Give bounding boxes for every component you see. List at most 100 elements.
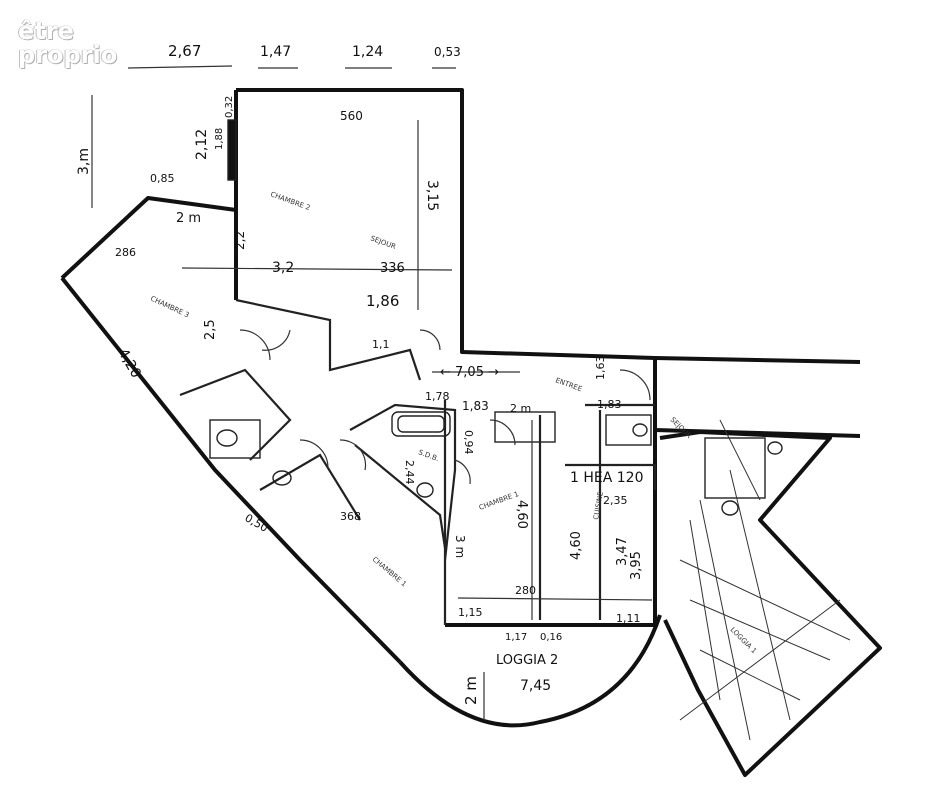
dim-188: 1,88 (214, 128, 225, 150)
dim-368: 368 (340, 510, 361, 523)
dim-050: 0,50 (243, 511, 271, 535)
dim-32: 3,2 (272, 260, 294, 276)
bathtub (391, 411, 451, 437)
inner-walls (179, 298, 657, 625)
dim-line-280 (457, 597, 653, 601)
dim-460: 4,60 (514, 500, 529, 529)
dim-25: 2,5 (203, 319, 218, 340)
inner-wall-8 (565, 463, 657, 490)
door-arc-3 (419, 329, 441, 351)
inner-wall-3 (349, 403, 457, 561)
dim-163: 1,63 (594, 356, 607, 381)
wall-east-corridor (653, 358, 861, 438)
watermark-logo-line1: être (18, 17, 74, 45)
wall-loggia1 (659, 430, 882, 777)
dimension-texts: 2,67 1,47 1,24 0,53 560 3,m 2,12 1,88 0,… (76, 42, 644, 705)
dim-560: 560 (340, 109, 363, 123)
dimension-lines (91, 65, 653, 720)
door-arc-4 (489, 419, 516, 446)
room-sdb: S.D.B. (417, 448, 440, 463)
dim-460b: 4,60 (569, 531, 584, 560)
room-labels: CHAMBRE 2 CHAMBRE 3 CHAMBRE 1 CHAMBRE 1 … (149, 190, 758, 655)
room-chambre1b: CHAMBRE 1 (478, 490, 520, 512)
dim-235: 2,35 (603, 494, 628, 507)
basin-4 (632, 423, 648, 437)
dim-011: 1,1 (372, 338, 390, 351)
dim-395: 3,95 (629, 551, 644, 580)
heater-label: 1 HEA 120 (570, 470, 643, 486)
room-chambre2: CHAMBRE 2 (269, 190, 311, 212)
dim-212: 2,12 (194, 129, 210, 160)
wall-south-inner (445, 420, 657, 627)
dim-183b: 1,83 (597, 398, 622, 411)
dim-267: 2,67 (168, 42, 201, 60)
dim-2m-b: 2 m (510, 402, 531, 415)
wall-facade-diagonal (60, 196, 237, 280)
dim-336: 336 (380, 261, 405, 276)
dim-line-267 (127, 65, 233, 69)
basin-right (767, 441, 783, 455)
dim-111: 1,11 (616, 612, 641, 625)
dim-183: 1,83 (462, 399, 489, 413)
dim-280: 280 (515, 584, 536, 597)
fixtures (209, 119, 783, 516)
dim-085: 0,85 (150, 172, 175, 185)
basin-1 (216, 429, 238, 447)
basin-2 (272, 470, 292, 486)
wc-right (721, 500, 739, 516)
radiator-bar (227, 119, 237, 181)
room-entree: ENTREE (554, 376, 583, 393)
dim-115: 1,15 (458, 606, 483, 619)
dim-3m-b: 3 m (453, 535, 467, 558)
dim-315: 3,15 (424, 180, 440, 211)
dim-2m-a: 2 m (176, 211, 201, 226)
dim-3m: 3,m (76, 148, 92, 175)
dim-705: ← 7,05 → (440, 365, 499, 380)
hatch-lines (679, 419, 851, 741)
dim-186: 1,86 (366, 292, 399, 310)
wall-loggia2-arc (398, 614, 662, 728)
shower-tray (209, 419, 261, 459)
dim-094: 0,94 (462, 430, 475, 455)
wall-facade-long (60, 276, 402, 664)
loggia2-label: LOGGIA 2 (496, 653, 558, 668)
dim-117: 1,17 (505, 632, 527, 643)
door-arc-7 (339, 439, 367, 471)
inner-wall-10 (259, 453, 361, 521)
dim-147: 1,47 (260, 44, 291, 60)
dim-244: 2,44 (403, 460, 416, 485)
dim-745: 7,45 (520, 678, 551, 694)
door-arc-8 (454, 459, 471, 485)
door-arc-2 (261, 329, 291, 351)
room-loggia1: LOGGIA 1 (729, 626, 758, 655)
door-arc-1 (239, 329, 271, 361)
right-bath-block (704, 437, 766, 499)
room-chambre1: CHAMBRE 1 (371, 555, 408, 588)
wardrobe-1 (494, 411, 556, 443)
inner-wall-9 (354, 444, 447, 549)
dim-053: 0,53 (434, 45, 461, 59)
door-swings (239, 329, 651, 485)
inner-wall-1 (235, 298, 422, 381)
dim-124: 1,24 (352, 44, 383, 60)
walls (60, 88, 882, 777)
dim-line-336 (181, 267, 453, 271)
bathtub-inner (397, 415, 445, 433)
room-chambre3: CHAMBRE 3 (149, 295, 190, 320)
dim-286: 286 (115, 246, 136, 259)
watermark-logo-line2: proprio (18, 41, 118, 69)
dim-347: 3,47 (615, 537, 630, 566)
inner-wall-2 (179, 368, 292, 461)
dim-22: 2,2 (233, 231, 247, 250)
wall-sejour-outer (236, 88, 861, 364)
dim-2m-c: 2 m (462, 676, 480, 705)
room-sejour: SEJOUR (369, 234, 397, 251)
dim-032: 0,32 (224, 96, 235, 118)
door-arc-6 (299, 439, 329, 469)
dim-016: 0,16 (540, 632, 562, 643)
dim-178: 1,78 (425, 390, 450, 403)
door-arc-5 (619, 369, 651, 401)
kitchen-counter (605, 414, 652, 446)
basin-3 (416, 482, 434, 498)
